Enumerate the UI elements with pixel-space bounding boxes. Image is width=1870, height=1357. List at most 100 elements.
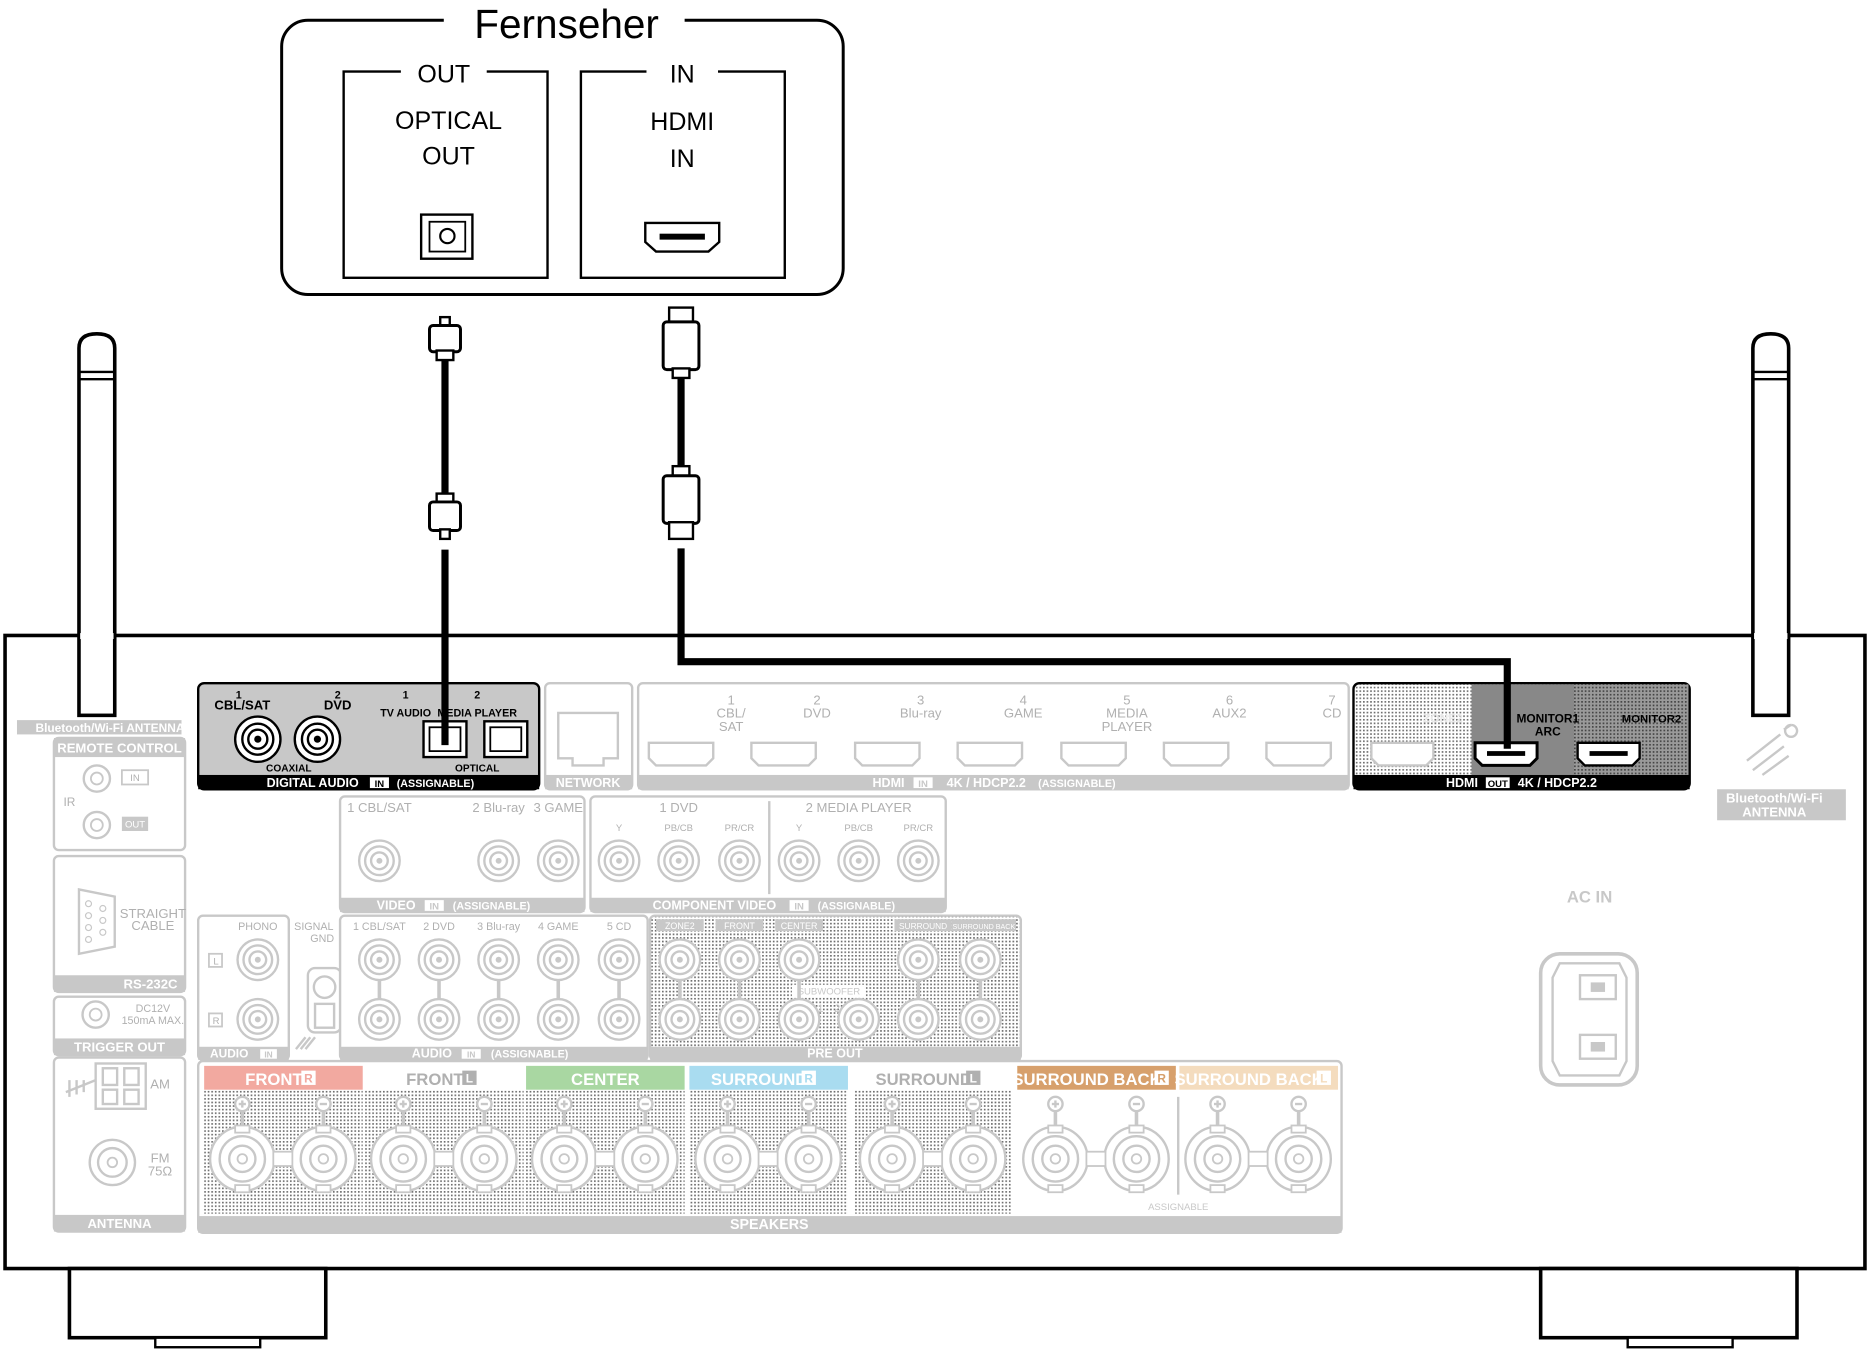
component-group-2: 2 MEDIA PLAYER xyxy=(806,800,912,815)
phono-l: L xyxy=(213,957,218,968)
da-4-num: 2 xyxy=(474,690,480,702)
zone2-label: ZONE2 xyxy=(1423,711,1463,725)
tv-hdmi-line1: HDMI xyxy=(650,108,714,136)
optical-cable xyxy=(427,315,462,746)
sub-num-1: 1 xyxy=(818,1003,824,1015)
component-in-badge: IN xyxy=(794,902,804,913)
ac-in-label: AC IN xyxy=(1567,888,1612,907)
speaker-channel-3: CENTER xyxy=(526,1065,685,1214)
video-jack-3 xyxy=(536,839,580,883)
ir-out-label: OUT xyxy=(125,819,145,830)
component-jack-6 xyxy=(896,839,940,883)
video-label-3: 3 GAME xyxy=(533,800,583,815)
tv-title: Fernseher xyxy=(474,1,659,47)
hdmi-in-in-badge: IN xyxy=(918,779,928,790)
pre-out-jack-l-4 xyxy=(896,938,940,982)
speaker-side-badge: R xyxy=(1157,1072,1166,1086)
component-jack-4 xyxy=(777,839,821,883)
tv-optical-line1: OPTICAL xyxy=(395,107,502,135)
hdmi-port-icon xyxy=(644,221,721,253)
audio-label-5: 5 CD xyxy=(607,921,632,933)
hdmi-connector-icon xyxy=(647,741,715,767)
da-3-label: TV AUDIO xyxy=(380,708,431,720)
comp-ch-pb-2: PB/CB xyxy=(844,823,873,834)
audio-in-jack-r-4 xyxy=(536,997,580,1041)
hdmi-in-label: DVD xyxy=(803,706,831,721)
pre-out-center: CENTER xyxy=(781,921,818,931)
coaxial-jack-2 xyxy=(293,715,342,764)
bluetooth-wifi-icon xyxy=(1746,723,1799,776)
speakers-footer: SPEAKERS xyxy=(730,1217,809,1233)
bt-antenna-right: Bluetooth/Wi-Fi ANTENNA xyxy=(1717,723,1846,821)
hdmi-out-monitor2-port xyxy=(1576,741,1641,767)
hdmi-connector-icon xyxy=(1265,741,1333,767)
digital-audio-in-badge: IN xyxy=(375,779,385,790)
component-video-section: COMPONENT VIDEO IN (ASSIGNABLE) 1 DVD 2 … xyxy=(589,795,947,914)
fm-label: FM xyxy=(151,1150,170,1165)
speaker-side-badge: L xyxy=(970,1072,977,1086)
audio-in-jack-l-2 xyxy=(417,938,461,982)
speakers-assignable: ASSIGNABLE xyxy=(1148,1202,1208,1213)
comp-ch-pb-1: PB/CB xyxy=(664,823,693,834)
video-label-2: 2 Blu-ray xyxy=(472,800,525,815)
tv-optical-line2: OUT xyxy=(422,143,475,171)
da-1-label: CBL/SAT xyxy=(214,697,270,712)
hdmi-out-out-badge: OUT xyxy=(1488,779,1508,790)
component-group-1: 1 DVD xyxy=(659,800,698,815)
hdmi-connector-icon xyxy=(853,741,921,767)
hdmi-in-num: 5 xyxy=(1123,693,1130,708)
audio-in-badge: IN xyxy=(467,1050,475,1060)
audio-label-4: 4 GAME xyxy=(538,921,579,933)
signal-gnd-2: GND xyxy=(310,933,334,945)
hdmi-connector-icon xyxy=(1060,741,1127,767)
audio-in-assignable: (ASSIGNABLE) xyxy=(491,1049,569,1061)
hdmi-in-label: CD xyxy=(1323,706,1342,721)
hdmi-in-num: 7 xyxy=(1328,693,1335,708)
antenna-section: ANTENNA AM FM 75Ω xyxy=(52,1056,187,1233)
pre-out-surround: SURROUND xyxy=(899,921,947,931)
speaker-channel-label: CENTER xyxy=(571,1070,640,1089)
bt-antenna-label-left: Bluetooth/Wi-Fi ANTENNA xyxy=(36,721,185,735)
network-label: NETWORK xyxy=(556,776,621,790)
video-footer: VIDEO xyxy=(377,899,416,913)
coaxial-label: COAXIAL xyxy=(266,763,312,774)
phono-r: R xyxy=(213,1016,220,1027)
pre-out-jack-r-1 xyxy=(658,997,702,1041)
am-label: AM xyxy=(150,1077,170,1092)
ground-terminal-icon xyxy=(295,966,343,1050)
pre-out-jack-r-5 xyxy=(958,997,1002,1041)
rs232c-straight: STRAIGHT xyxy=(120,906,186,921)
ir-label: IR xyxy=(63,795,75,809)
hdmi-in-num: 6 xyxy=(1226,693,1233,708)
hdmi-connector-icon xyxy=(956,741,1024,767)
remote-control-title: REMOTE CONTROL xyxy=(57,740,182,755)
pre-out-zone2: ZONE2 xyxy=(665,921,695,931)
optical-label: OPTICAL xyxy=(455,763,499,774)
digital-audio-assignable: (ASSIGNABLE) xyxy=(397,778,475,790)
comp-ch-y-2: Y xyxy=(796,823,803,834)
hdmi-in-num: 2 xyxy=(813,693,820,708)
da-2-num: 2 xyxy=(335,690,341,702)
hdmi-in-spec: 4K / HDCP2.2 xyxy=(947,776,1026,790)
hdmi-in-label: MEDIA xyxy=(1106,706,1148,721)
signal-gnd-1: SIGNAL xyxy=(294,921,333,933)
trigger-spec-1: DC12V xyxy=(136,1003,171,1015)
speaker-channel-label: SURROUND xyxy=(875,1070,971,1089)
remote-control-section: REMOTE CONTROL IR IN OUT xyxy=(52,736,187,852)
audio-in-jack-r-3 xyxy=(477,997,521,1041)
monitor1-label: MONITOR1 xyxy=(1516,711,1579,725)
antenna-right xyxy=(1751,332,1791,716)
speaker-channel-label: SURROUND BACK xyxy=(1175,1070,1324,1089)
hdmi-connector-icon xyxy=(1162,741,1230,767)
rs232c-title: RS-232C xyxy=(124,976,178,991)
hdmi-in-label: PLAYER xyxy=(1102,719,1153,734)
phono-jack-r xyxy=(236,997,280,1041)
hdmi-out-spec: 4K / HDCP2.2 xyxy=(1518,776,1597,790)
